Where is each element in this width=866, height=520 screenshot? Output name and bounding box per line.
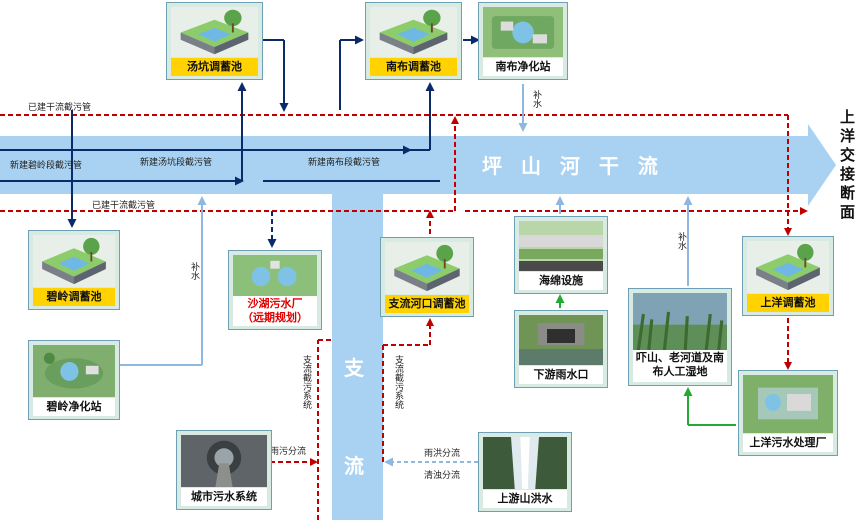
card-caption: 上洋调蓄池 [747,294,829,312]
wetland-card: 吓山、老河道及南布人工湿地 [628,288,732,386]
nanbu-pond-card: 南布调蓄池 [365,2,462,80]
main-river-label: 坪 山 河 干 流 [482,154,664,178]
biling-pipe-label: 新建碧岭段截污管 [10,161,83,171]
rain-sewage-label: 雨污分流 [270,447,307,457]
card-caption: 碧岭净化站 [33,398,115,416]
station-image [483,7,563,57]
existing-pipe-label-top: 已建干流截污管 [28,103,92,113]
replenish-arrows [120,84,693,366]
card-caption: 支流河口调蓄池 [385,295,469,313]
bushui-label-1: 补水 [531,90,541,108]
wetland-image [633,293,727,351]
section-label: 上洋交接断面 [840,108,856,221]
waterfall-image [483,437,567,489]
sewage-image [181,435,267,487]
card-caption: 上游山洪水 [483,490,567,508]
card-caption: 吓山、老河道及南布人工湿地 [633,350,727,382]
rain-outlet-card: 下游雨水口 [514,310,608,388]
clean-turbid-label: 清浊分流 [424,471,461,481]
sponge-card: 海绵设施 [514,216,608,294]
bushui-label-3: 补水 [676,232,686,250]
pond-image [370,7,457,57]
tributary-label-top: 支 [344,356,364,380]
branch-pond-card: 支流河口调蓄池 [380,237,474,317]
new-interceptor-pipes [0,35,480,228]
card-caption: 汤坑调蓄池 [171,58,258,76]
card-caption: 下游雨水口 [519,366,603,384]
shangyang-pond-card: 上洋调蓄池 [742,236,834,316]
pond-image [385,242,469,294]
card-caption: 南布调蓄池 [370,58,457,76]
shahu-plant-name: 沙湖污水厂 [247,297,303,310]
existing-pipe-label-bottom: 已建干流截污管 [92,201,156,211]
plant-image [743,375,833,433]
branch-sys-label-right: 支流截污系统 [393,355,403,409]
bushui-label-2: 补水 [189,262,199,280]
biling-pond-card: 碧岭调蓄池 [28,230,120,310]
plant-image [233,255,317,299]
shangyang-plant-card: 上洋污水处理厂 [738,370,838,456]
city-sewage-card: 城市污水系统 [176,430,272,510]
pond-image [33,235,115,287]
pond-image [747,241,829,293]
sponge-image [519,221,603,271]
card-caption: 沙湖污水厂 （远期规划） [233,296,317,326]
card-caption: 南布净化站 [483,58,563,76]
shahu-plant-card: 沙湖污水厂 （远期规划） [228,250,322,330]
pond-image [171,7,258,57]
card-caption: 碧岭调蓄池 [33,288,115,306]
shahu-plant-note: （远期规划） [242,311,308,324]
biling-station-card: 碧岭净化站 [28,340,120,420]
card-caption: 城市污水系统 [181,488,267,506]
station-image [33,345,115,397]
tributary-label-bottom: 流 [344,454,364,478]
tangkeng-pipe-label: 新建汤坑段截污管 [140,158,213,168]
main-river [0,124,836,206]
tangkeng-pond-card: 汤坑调蓄池 [166,2,263,80]
nanbu-station-card: 南布净化站 [478,2,568,80]
green-arrows [555,294,736,426]
mountain-flood-card: 上游山洪水 [478,432,572,512]
branch-sys-label-left: 支流截污系统 [301,355,311,409]
card-caption: 上洋污水处理厂 [743,434,833,452]
rain-flood-label: 雨洪分流 [424,449,461,459]
tributary-river [332,194,383,520]
card-caption: 海绵设施 [519,272,603,290]
outlet-image [519,315,603,365]
nanbu-pipe-label: 新建南布段截污管 [308,158,381,168]
